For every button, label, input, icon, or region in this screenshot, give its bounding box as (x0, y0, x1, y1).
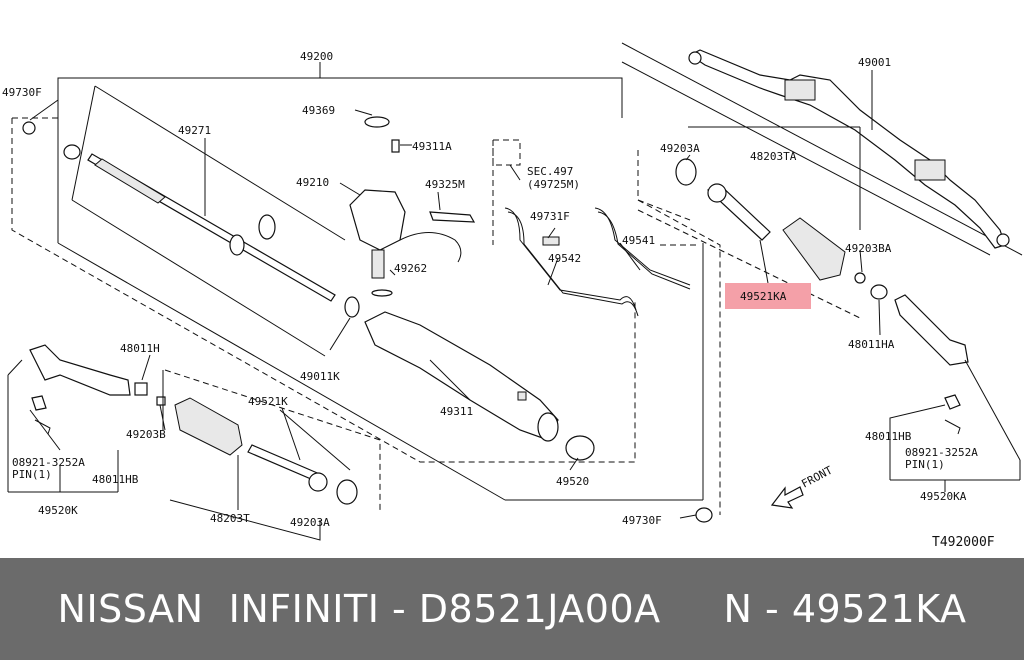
clamp-49203B-icon (156, 396, 166, 406)
rack-box (71, 85, 346, 357)
tie-rod-end-right-icon (894, 294, 969, 366)
label-front: FRONT (799, 463, 835, 490)
label-49311: 49311 (440, 405, 473, 418)
pinion-housing-49210 (349, 116, 476, 297)
boot-48203TA-icon (782, 217, 846, 281)
boot-48203T-icon (174, 397, 243, 456)
hydraulic-lines (504, 164, 691, 317)
washer-49730F-icon (22, 121, 36, 135)
label-pin-left: PIN(1) (12, 468, 52, 481)
rack-bar-49271 (87, 138, 336, 302)
part-number-banner: NISSAN INFINITI - D8521JA00A N - 49521KA (0, 558, 1024, 660)
label-49203A-bottom: 49203A (290, 516, 330, 529)
assembly-49001-group (621, 42, 1023, 256)
label-49520KA: 49520KA (920, 490, 967, 503)
labels: 49200 49001 49730F 49369 49311A 49271 49… (2, 50, 995, 550)
label-49369: 49369 (302, 104, 335, 117)
rack-teeth-icon (94, 158, 166, 204)
washer-49730F-bottom-icon (695, 507, 713, 523)
parts-diagram: 49200 49001 49730F 49369 49311A 49271 49… (2, 42, 1023, 550)
label-49325M: 49325M (425, 178, 465, 191)
boot-icon (914, 159, 946, 181)
tie-rod-end-right-icon (996, 233, 1010, 247)
label-49262: 49262 (394, 262, 427, 275)
label-49731F: 49731F (530, 210, 570, 223)
assembly-outline-49200 (57, 62, 704, 501)
tie-rod-end-left-group (7, 344, 166, 493)
tie-rod-end-left-icon (29, 344, 131, 396)
label-49200: 49200 (300, 50, 333, 63)
label-sec497: SEC.497 (527, 165, 573, 178)
label-sec497-b: (49725M) (527, 178, 580, 191)
label-49521KA: 49521KA (740, 290, 787, 303)
dashed-boxes (11, 117, 721, 515)
label-49210: 49210 (296, 176, 329, 189)
left-boot-group (162, 370, 358, 541)
gear-housing-49311 (364, 311, 595, 461)
label-49730F-bottom: 49730F (622, 514, 662, 527)
highlight-49521KA (725, 283, 811, 309)
tie-rod-end-right-group (889, 294, 1021, 481)
label-49542: 49542 (548, 252, 581, 265)
front-arrow-icon (770, 486, 804, 509)
front-arrow (770, 486, 804, 509)
hose-49325M-icon (429, 211, 476, 223)
label-49730F-top: 49730F (2, 86, 42, 99)
label-48011HA: 48011HA (848, 338, 895, 351)
label-48011H: 48011H (120, 342, 160, 355)
diagram-code: T492000F (932, 535, 995, 550)
seal-49262-icon (371, 289, 393, 297)
label-48203TA: 48203TA (750, 150, 797, 163)
label-08921-left: 08921-3252A (12, 456, 85, 469)
label-49001: 49001 (858, 56, 891, 69)
label-49203B: 49203B (126, 428, 166, 441)
nut-48011H-icon (134, 382, 148, 396)
label-49203A-top: 49203A (660, 142, 700, 155)
seal-49011K-icon (344, 296, 360, 318)
o-ring-icon (258, 214, 276, 240)
clamp-49203A-bottom-icon (336, 479, 358, 505)
nut-48011HB-left-icon (31, 395, 47, 411)
nut-48011HA-icon (870, 284, 888, 300)
label-49520K: 49520K (38, 504, 78, 517)
bolt-49311A-icon (391, 139, 400, 153)
label-49541: 49541 (622, 234, 655, 247)
label-49521K: 49521K (248, 395, 288, 408)
seal-49730F-top-icon (63, 144, 81, 160)
gear-housing-icon (784, 79, 816, 101)
clamp-49203BA-icon (854, 272, 866, 284)
banner-text: NISSAN INFINITI - D8521JA00A N - 49521KA (57, 587, 967, 631)
label-49203BA: 49203BA (845, 242, 892, 255)
label-48011HB-right: 48011HB (865, 430, 912, 443)
label-48203T: 48203T (210, 512, 250, 525)
nut-48011HB-right-icon (944, 394, 961, 410)
label-48011HB-left: 48011HB (92, 473, 139, 486)
label-08921-right: 08921-3252A (905, 446, 978, 459)
right-boot-group (637, 126, 888, 319)
label-49520: 49520 (556, 475, 589, 488)
leader-lines (29, 99, 946, 519)
cap-49369-icon (364, 116, 390, 128)
label-pin-right: PIN(1) (905, 458, 945, 471)
clip-49731F-icon (542, 236, 560, 246)
steering-gear-assembly-icon (688, 49, 1006, 249)
label-49011K: 49011K (300, 370, 340, 383)
clamp-49203A-top-icon (675, 158, 697, 186)
tie-rod-end-left-icon (688, 51, 702, 65)
label-49311A: 49311A (412, 140, 452, 153)
bushing-49520-icon (565, 435, 595, 461)
label-49271: 49271 (178, 124, 211, 137)
